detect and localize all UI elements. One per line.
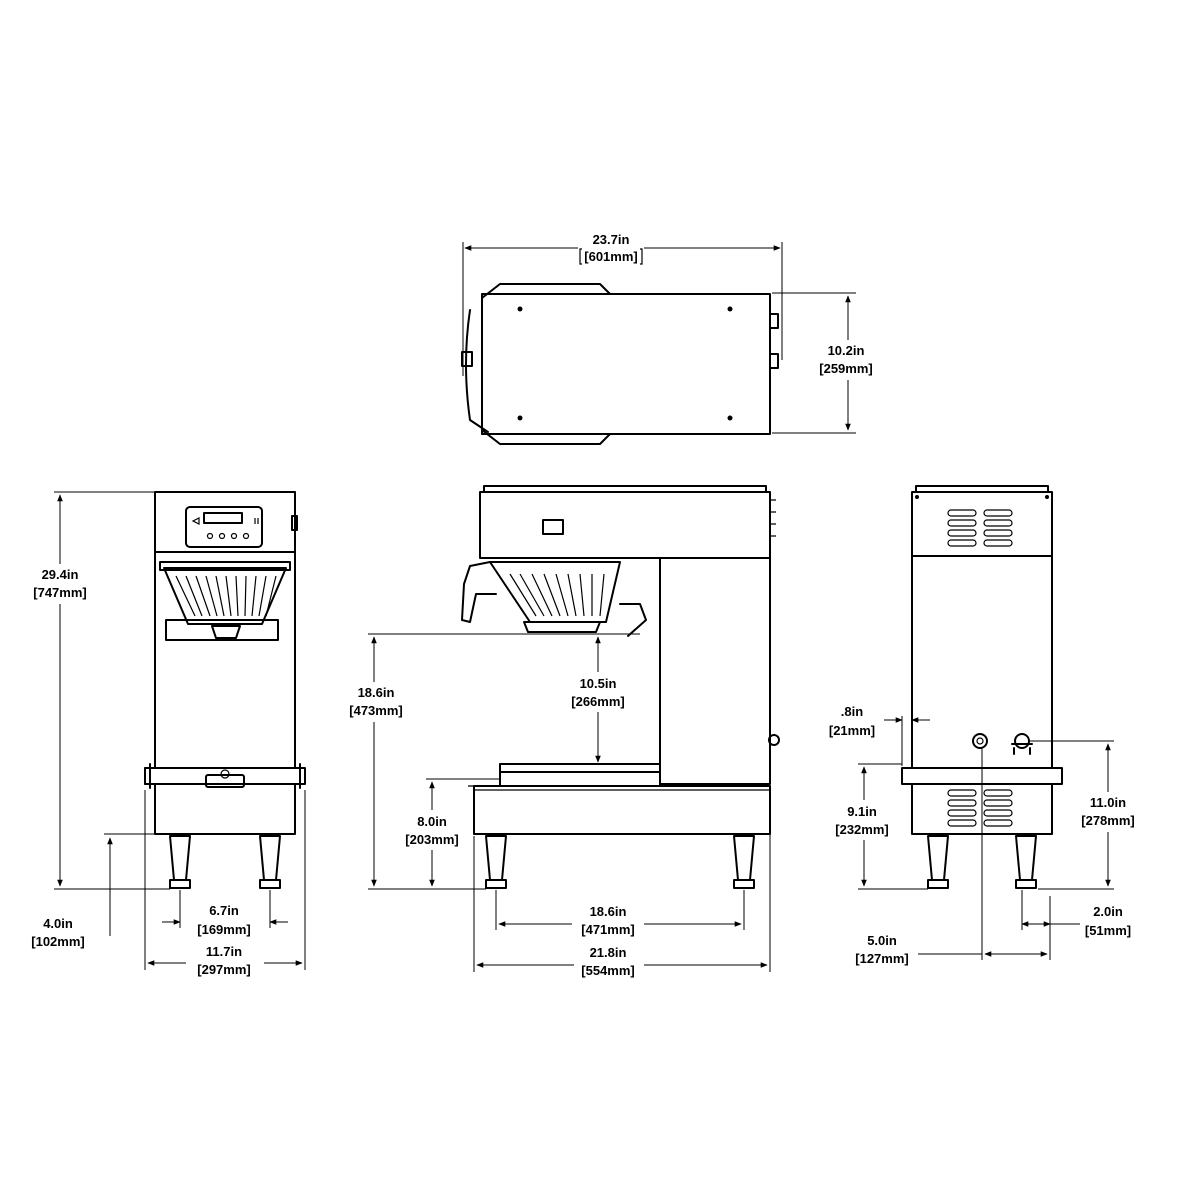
dim-tray-height: 8.0in [203mm] — [392, 778, 500, 890]
dim-rear-base-in: 9.1in — [847, 804, 877, 819]
dim-leg-side-mm: [471mm] — [581, 922, 634, 937]
dim-rear-offset-mm: [21mm] — [829, 723, 875, 738]
dim-inlet-side: 5.0in [127mm] — [855, 748, 1051, 966]
dim-inlet-height: 11.0in [278mm] — [1030, 740, 1146, 890]
dim-base-legs: 4.0in [102mm] — [31, 833, 170, 949]
dim-funnel-tray-mm: [266mm] — [571, 694, 624, 709]
dim-funnel-tray: 10.5in [266mm] — [562, 636, 634, 763]
rear-view — [901, 485, 1063, 889]
dim-side-depth-mm: [554mm] — [581, 963, 634, 978]
dim-overall-height: 29.4in [747mm] — [18, 491, 170, 890]
dim-rear-base-height: 9.1in [232mm] — [826, 763, 928, 890]
dim-clearance-in: 18.6in — [358, 685, 395, 700]
dim-front-width: 11.7in [297mm] — [144, 790, 306, 982]
dim-clearance-mm: [473mm] — [349, 703, 402, 718]
dim-tray-height-mm: [203mm] — [405, 832, 458, 847]
dim-funnel-clearance: 18.6in [473mm] — [336, 633, 640, 890]
dim-inlet-height-in: 11.0in — [1090, 795, 1126, 810]
dim-height-in: 29.4in — [42, 567, 79, 582]
rear-base-vents — [947, 789, 1013, 827]
dim-tray-height-in: 8.0in — [417, 814, 447, 829]
side-view — [461, 485, 780, 889]
dim-leg-rear-in: 2.0in — [1093, 904, 1123, 919]
dim-front-width-mm: [297mm] — [197, 962, 250, 977]
dim-funnel-tray-in: 10.5in — [580, 676, 617, 691]
front-view — [144, 491, 306, 889]
dim-base-legs-mm: [102mm] — [31, 934, 84, 949]
dim-top-depth-in: 10.2in — [828, 343, 865, 358]
rear-top-vents — [947, 509, 1013, 547]
dim-inlet-height-mm: [278mm] — [1081, 813, 1134, 828]
dim-leg-spacing-side: 18.6in [471mm] — [495, 890, 745, 941]
dim-leg-spacing-front: 6.7in [169mm] — [162, 890, 288, 937]
dim-side-depth: 21.8in [554mm] — [473, 786, 771, 982]
dim-base-legs-in: 4.0in — [43, 916, 73, 931]
dim-leg-front-mm: [169mm] — [197, 922, 250, 937]
dim-height-mm: [747mm] — [33, 585, 86, 600]
dim-leg-offset-rear: 2.0in [51mm] — [1021, 890, 1131, 938]
dim-rear-offset-in: .8in — [841, 704, 863, 719]
dim-inlet-side-mm: [127mm] — [855, 951, 908, 966]
dim-top-width-in: 23.7in — [593, 232, 630, 247]
dim-leg-rear-mm: [51mm] — [1085, 923, 1131, 938]
dim-side-depth-in: 21.8in — [590, 945, 627, 960]
dim-leg-side-in: 18.6in — [590, 904, 627, 919]
top-view — [461, 283, 779, 445]
dim-inlet-side-in: 5.0in — [867, 933, 897, 948]
dim-front-width-in: 11.7in — [206, 944, 242, 959]
dim-top-depth-mm: [259mm] — [819, 361, 872, 376]
dim-top-width: 23.7in [601mm] — [462, 232, 783, 376]
dim-top-width-mm: [601mm] — [584, 249, 637, 264]
dim-rear-offset: .8in [21mm] — [829, 704, 930, 766]
dim-top-depth: 10.2in [259mm] — [772, 292, 882, 434]
dim-rear-base-mm: [232mm] — [835, 822, 888, 837]
dim-leg-front-in: 6.7in — [209, 903, 239, 918]
